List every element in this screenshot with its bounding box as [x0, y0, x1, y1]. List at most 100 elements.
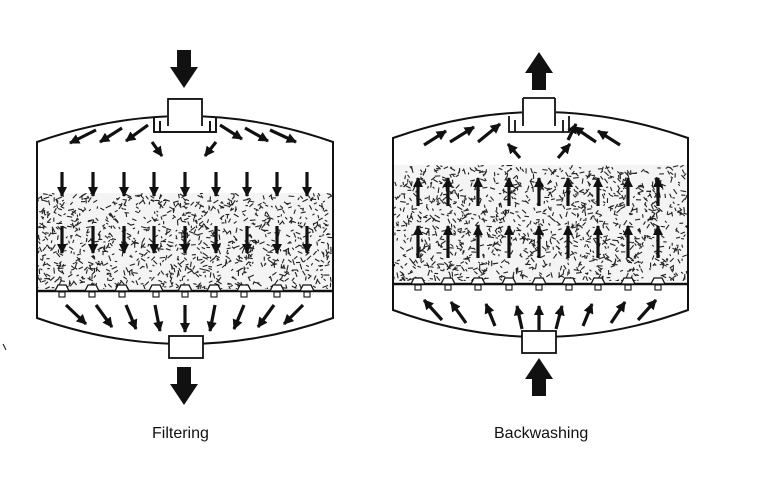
media-grain: [226, 249, 229, 254]
media-grain: [283, 201, 289, 206]
media-grain: [426, 206, 429, 211]
media-grain: [587, 212, 594, 215]
media-grain: [512, 189, 516, 193]
media-grain: [212, 231, 216, 235]
media-grain: [413, 260, 416, 264]
media-grain: [403, 253, 406, 256]
media-grain: [224, 219, 227, 224]
media-grain: [141, 237, 146, 244]
media-grain: [616, 209, 621, 214]
media-grain: [297, 204, 301, 207]
nozzle-stem: [210, 291, 218, 298]
media-grain: [443, 201, 447, 205]
media-grain: [429, 200, 433, 203]
media-grain: [535, 221, 538, 225]
media-grain: [464, 256, 471, 260]
media-grain: [189, 268, 195, 274]
media-grain: [396, 237, 399, 241]
media-grain: [231, 196, 235, 200]
flow-arrow-icon: [423, 129, 447, 147]
media-grain: [167, 253, 173, 259]
media-grain: [403, 182, 408, 188]
media-grain: [105, 204, 112, 209]
media-grain: [197, 232, 203, 236]
media-grain: [232, 276, 237, 281]
media-grain: [230, 208, 235, 212]
media-grain: [183, 217, 189, 221]
media-grain: [561, 273, 565, 276]
media-grain: [97, 260, 101, 263]
media-grain: [540, 186, 545, 191]
media-grain: [432, 225, 437, 231]
media-grain: [527, 254, 533, 258]
flow-arrow-icon: [282, 303, 305, 326]
media-grain: [80, 193, 86, 198]
media-grain: [613, 192, 616, 195]
media-grain: [42, 238, 46, 242]
media-grain: [251, 261, 254, 264]
media-grain: [470, 239, 477, 242]
media-grain: [608, 279, 612, 281]
media-grain: [103, 249, 109, 253]
media-grain: [482, 269, 486, 275]
media-grain: [425, 230, 430, 235]
media-grain: [70, 213, 75, 216]
media-grain: [653, 263, 657, 266]
media-grain: [283, 247, 290, 252]
media-grain: [488, 236, 495, 239]
media-grain: [59, 203, 62, 206]
media-grain: [322, 284, 329, 289]
media-grain: [527, 185, 530, 191]
media-grain: [229, 259, 232, 262]
media-grain: [287, 241, 291, 245]
media-grain: [576, 228, 580, 231]
media-grain: [603, 192, 606, 196]
media-grain: [625, 272, 629, 278]
media-grain: [236, 268, 242, 273]
media-grain: [411, 210, 415, 214]
media-grain: [230, 207, 233, 211]
media-grain: [225, 259, 228, 265]
media-grain: [265, 254, 270, 257]
media-grain: [318, 204, 324, 208]
media-grain: [155, 250, 158, 254]
media-grain: [558, 228, 562, 231]
media-grain: [534, 263, 537, 270]
media-grain: [588, 182, 591, 187]
media-grain: [210, 222, 213, 226]
media-grain: [58, 261, 62, 264]
media-grain: [412, 265, 417, 270]
media-grain: [81, 209, 86, 212]
media-grain: [611, 166, 614, 170]
media-grain: [685, 270, 688, 275]
media-grain: [552, 168, 557, 174]
nozzle: [589, 277, 607, 285]
media-grain: [326, 255, 330, 261]
media-grain: [668, 246, 671, 250]
media-grain: [644, 198, 648, 201]
media-grain: [140, 226, 147, 229]
media-grain: [185, 263, 189, 266]
media-grain: [159, 256, 166, 259]
media-grain: [402, 220, 407, 225]
media-grain: [408, 180, 412, 186]
media-grain: [128, 268, 133, 273]
media-grain: [618, 224, 621, 229]
media-grain: [260, 262, 264, 268]
media-grain: [638, 192, 641, 195]
media-grain: [160, 216, 163, 220]
media-grain: [533, 222, 536, 225]
media-grain: [55, 226, 59, 230]
media-grain: [70, 265, 76, 270]
media-grain: [264, 214, 269, 218]
media-grain: [233, 220, 237, 224]
media-grain: [629, 244, 635, 251]
media-grain: [605, 225, 610, 231]
media-grain: [302, 198, 309, 203]
media-grain: [443, 261, 449, 267]
media-grain: [570, 202, 575, 206]
media-grain: [45, 273, 51, 277]
media-grain: [57, 225, 62, 231]
media-grain: [574, 185, 579, 190]
media-grain: [439, 269, 444, 272]
